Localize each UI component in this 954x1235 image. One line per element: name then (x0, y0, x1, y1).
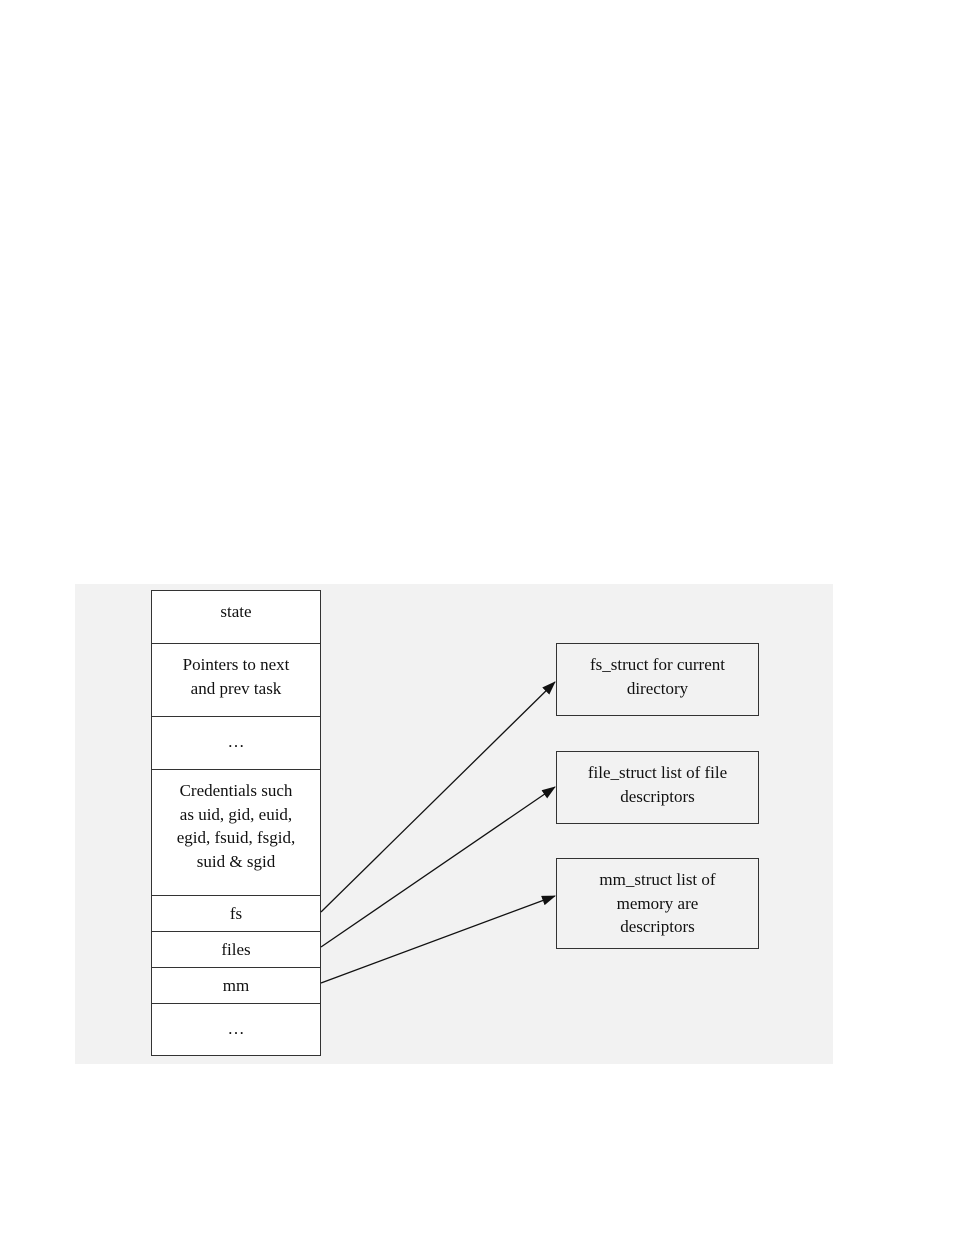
mm-struct-box: mm_struct list of memory are descriptors (556, 858, 759, 949)
field-mm: mm (151, 967, 321, 1004)
field-pointers-label: Pointers to next and prev task (183, 653, 290, 700)
field-mm-label: mm (223, 974, 249, 998)
field-ellipsis-top-label: … (228, 730, 245, 754)
field-ellipsis-top: … (151, 716, 321, 770)
fs-struct-label: fs_struct for current directory (590, 653, 725, 700)
field-fs-label: fs (230, 902, 242, 926)
mm-struct-label: mm_struct list of memory are descriptors (599, 868, 715, 939)
fs-struct-box: fs_struct for current directory (556, 643, 759, 716)
field-ellipsis-bottom: … (151, 1003, 321, 1056)
field-files: files (151, 931, 321, 968)
field-ellipsis-bottom-label: … (228, 1017, 245, 1041)
file-struct-label: file_struct list of file descriptors (588, 761, 727, 808)
field-pointers: Pointers to next and prev task (151, 643, 321, 717)
file-struct-box: file_struct list of file descriptors (556, 751, 759, 824)
field-state: state (151, 590, 321, 644)
field-files-label: files (221, 938, 250, 962)
field-state-label: state (220, 600, 251, 624)
field-fs: fs (151, 895, 321, 932)
field-credentials-label: Credentials such as uid, gid, euid, egid… (177, 779, 296, 873)
field-credentials: Credentials such as uid, gid, euid, egid… (151, 769, 321, 896)
